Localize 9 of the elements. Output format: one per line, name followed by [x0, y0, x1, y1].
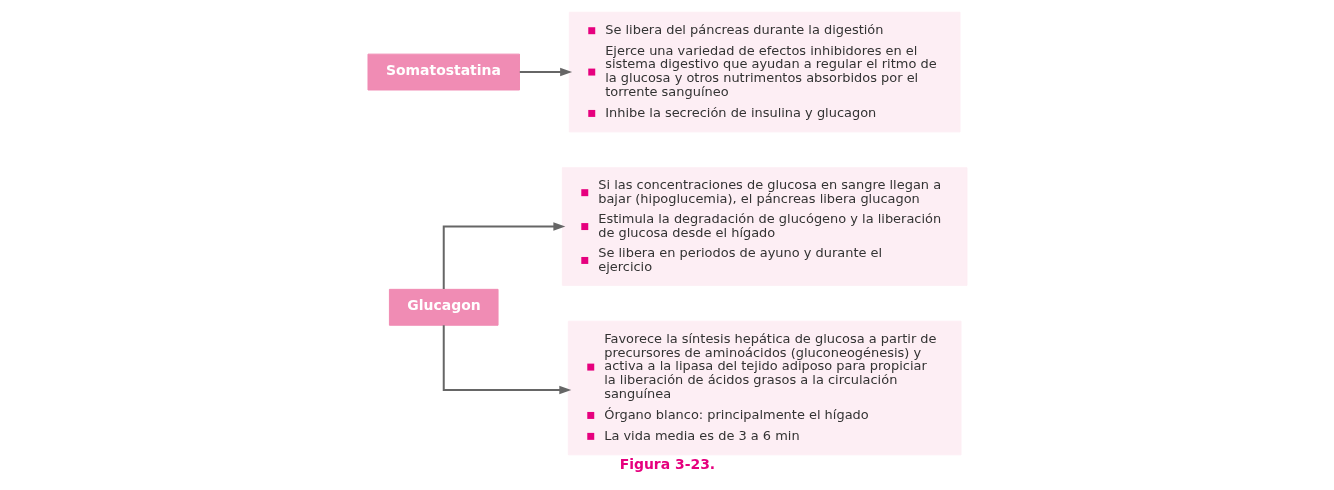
node-box: Favorece la síntesis hepática de glucosa a partir de precursores de aminoácidos (gluconeogénesis) y activa a la lipasa del tejido adiposo para propiciar la liberación de ácidos grasos a la circulación sanguínea Órgano blanco: principalmente el hígado La vida media es de 3 a 6 min: [567, 320, 962, 456]
node-box: Se libera del páncreas durante la digestión Ejerce una variedad de efectos inhibidores en el sistema digestivo que ayudan a regular el ritmo de la glucosa y otros nutrimentos absorbidos por el torrente sanguíneo Inhibe la secreción de insulina y glucagon: [568, 11, 961, 133]
arrow: [442, 222, 565, 290]
node-box: Somatostatina: [367, 53, 520, 91]
arrow: [442, 324, 571, 395]
caption: Figura 3-23.: [619, 455, 715, 472]
node-box: Glucagon: [388, 288, 499, 326]
node-box: Si las concentraciones de glucosa en sangre llegan a bajar (hipoglucemia), el páncreas libera glucagon Estimula la degradación de glucógeno y la liberación de glucosa desde el hígado Se libera en periodos de ayuno y durante el ejercicio: [561, 167, 967, 286]
arrow: [518, 67, 572, 77]
